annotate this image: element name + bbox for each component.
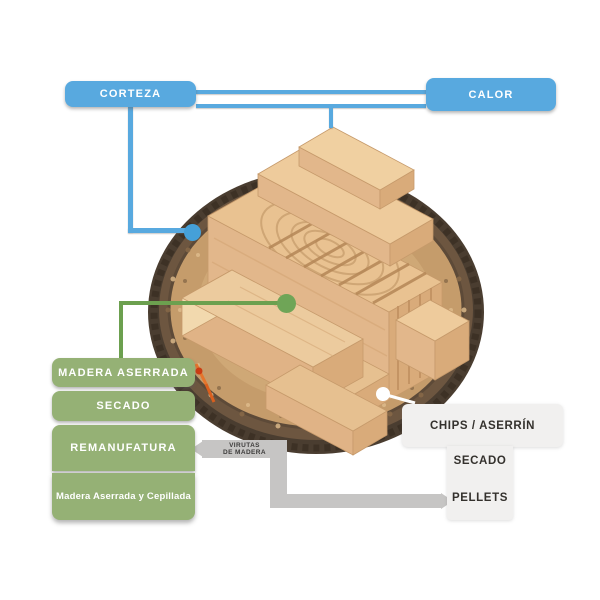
orange-mark-icon [194, 363, 216, 403]
madera-connector-vertical [119, 303, 123, 358]
virutas-label-line2: DE MADERA [223, 449, 266, 456]
madera-connector-horizontal [119, 301, 281, 305]
chips-connector-dot [376, 387, 390, 401]
calor-line-tick [329, 106, 333, 128]
saw-kerf-grooves [268, 216, 427, 305]
corteza-pointer-dot [184, 224, 201, 241]
shavings-flow-bottom [270, 494, 442, 508]
step-label: MADERA ASERRADA [58, 366, 189, 379]
step-label: REMANUFATURA [70, 442, 177, 454]
pellets-label: PELLETS [452, 492, 508, 504]
step-label: Madera Aserrada y Cepillada [56, 491, 191, 502]
corteza-calor-line-2 [196, 104, 426, 108]
secado-right-label: SECADO [453, 455, 507, 467]
step-madera-aserrada-y-cepillada: Madera Aserrada y Cepillada [52, 473, 195, 520]
virutas-label-line1: VIRUTAS [229, 441, 260, 449]
step-madera-aserrada: MADERA ASERRADA [52, 358, 195, 387]
shavings-flow-band: VIRUTAS DE MADERA [202, 440, 287, 458]
right-flow-column: SECADO PELLETS [447, 446, 513, 520]
chips-aserrin-label: CHIPS / ASERRÍN [402, 404, 563, 447]
corteza-connector-horizontal [128, 228, 188, 233]
corteza-label: CORTEZA [65, 81, 196, 107]
corteza-label-text: CORTEZA [99, 88, 162, 100]
step-label: SECADO [96, 400, 151, 412]
chips-connector [376, 387, 416, 405]
corteza-calor-line-1 [196, 90, 426, 94]
shavings-flow-vertical [270, 457, 287, 495]
corteza-connector-vertical [128, 106, 133, 232]
calor-label: CALOR [426, 78, 556, 111]
calor-label-text: CALOR [468, 88, 514, 101]
madera-pointer-dot [277, 294, 296, 313]
step-secado: SECADO [52, 391, 195, 421]
chips-aserrin-text: CHIPS / ASERRÍN [429, 419, 536, 432]
lumber-stack [181, 126, 470, 456]
step-remanufatura: REMANUFATURA [52, 425, 195, 471]
